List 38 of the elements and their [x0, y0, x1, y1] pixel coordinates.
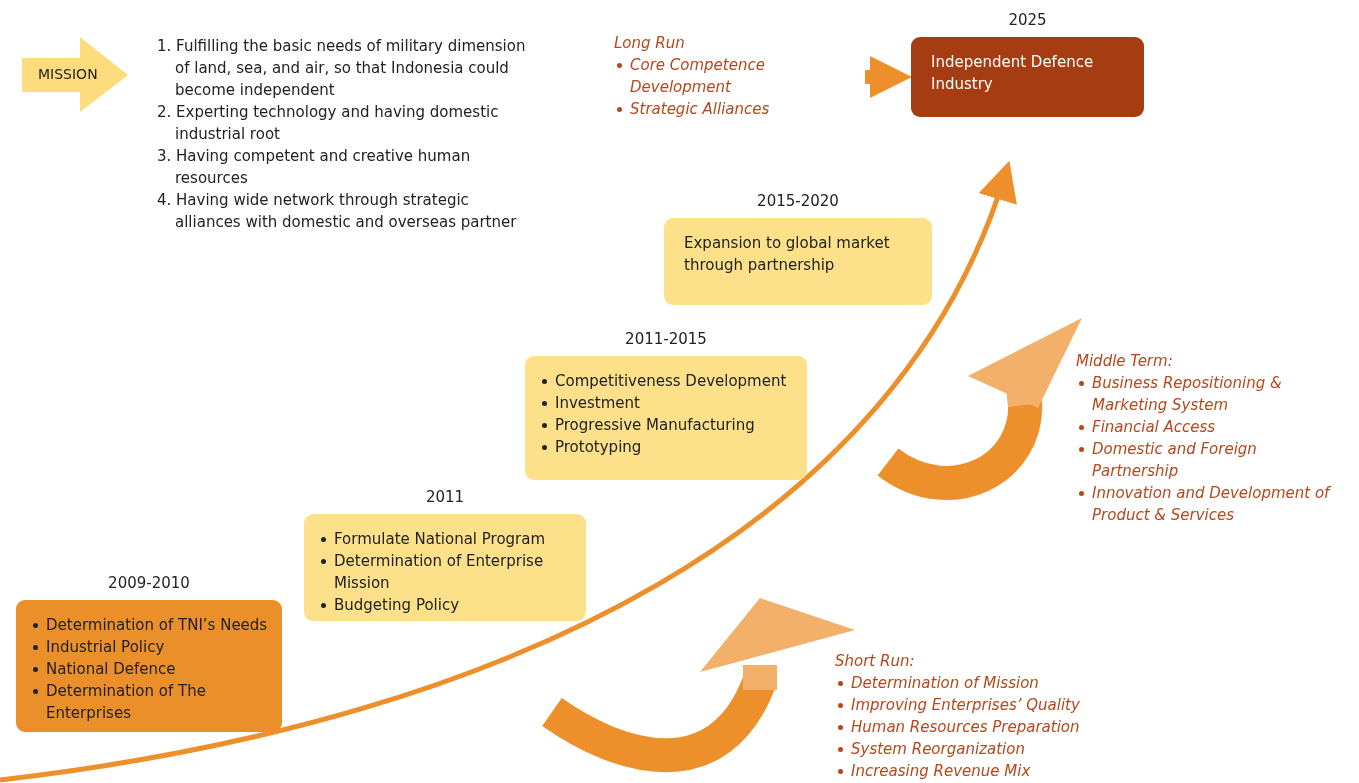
bullet-item: Financial Access: [1092, 417, 1217, 438]
arrow: [865, 56, 912, 98]
year-label: 2009-2010: [107, 574, 191, 592]
bullet-item: Improving Enterprises’ Quality: [851, 695, 1081, 716]
bullet-item: Progressive Manufacturing: [555, 416, 755, 434]
term-heading: Middle Term:: [1076, 351, 1174, 372]
bullet-item: Innovation and Development of Product & Services: [1092, 483, 1332, 526]
bullet-item: Determination of Enterprise Mission: [334, 552, 544, 592]
bullet-item: Strategic Alliances: [630, 99, 771, 120]
bullet-item: Investment: [555, 394, 640, 412]
year-label: 2025: [1007, 11, 1048, 29]
year-label: 2015-2020: [756, 192, 840, 210]
mission-item: 2. Experting technology and having domestic industrial root: [156, 102, 500, 145]
mission-item: 1. Fulfilling the basic needs of military dimension of land, sea, and air, so that Indonesia could become independent: [156, 36, 527, 101]
bullet-item: Business Repositioning & Marketing System: [1092, 373, 1283, 416]
bullet-item: Determination of Mission: [851, 673, 1040, 694]
year-label: 2011-2015: [624, 330, 708, 348]
bullet-item: Determination of TNI’s Needs: [46, 616, 268, 634]
bullet-item: Human Resources Preparation: [851, 717, 1081, 738]
mission-item: 4. Having wide network through strategic alliances with domestic and overseas partner: [156, 190, 518, 233]
year-label: 2011: [424, 488, 466, 506]
bullet-item: Industrial Policy: [46, 638, 165, 656]
box-text: Expansion to global market through partnership: [684, 234, 890, 274]
term-heading: Short Run:: [835, 651, 916, 672]
bullet-item: Formulate National Program: [334, 530, 546, 548]
bullet-item: Prototyping: [555, 438, 642, 456]
box-text: Independent Defence Industry: [931, 53, 1094, 93]
bullet-item: Increasing Revenue Mix: [851, 761, 1032, 782]
bullet-item: Determination of The Enterprises: [46, 682, 206, 722]
bullet-item: Core Competence Development: [630, 55, 766, 98]
bullet-item: National Defence: [46, 660, 176, 678]
bullet-item: Domestic and Foreign Partnership: [1092, 439, 1258, 482]
mission-item: 3. Having competent and creative human resources: [156, 146, 472, 189]
term-heading: Long Run: [614, 33, 686, 54]
bullet-item: Competitiveness Development: [555, 372, 787, 390]
mission-label: MISSION: [38, 66, 98, 82]
bullet-item: Budgeting Policy: [334, 596, 460, 614]
bullet-item: System Reorganization: [851, 739, 1026, 760]
